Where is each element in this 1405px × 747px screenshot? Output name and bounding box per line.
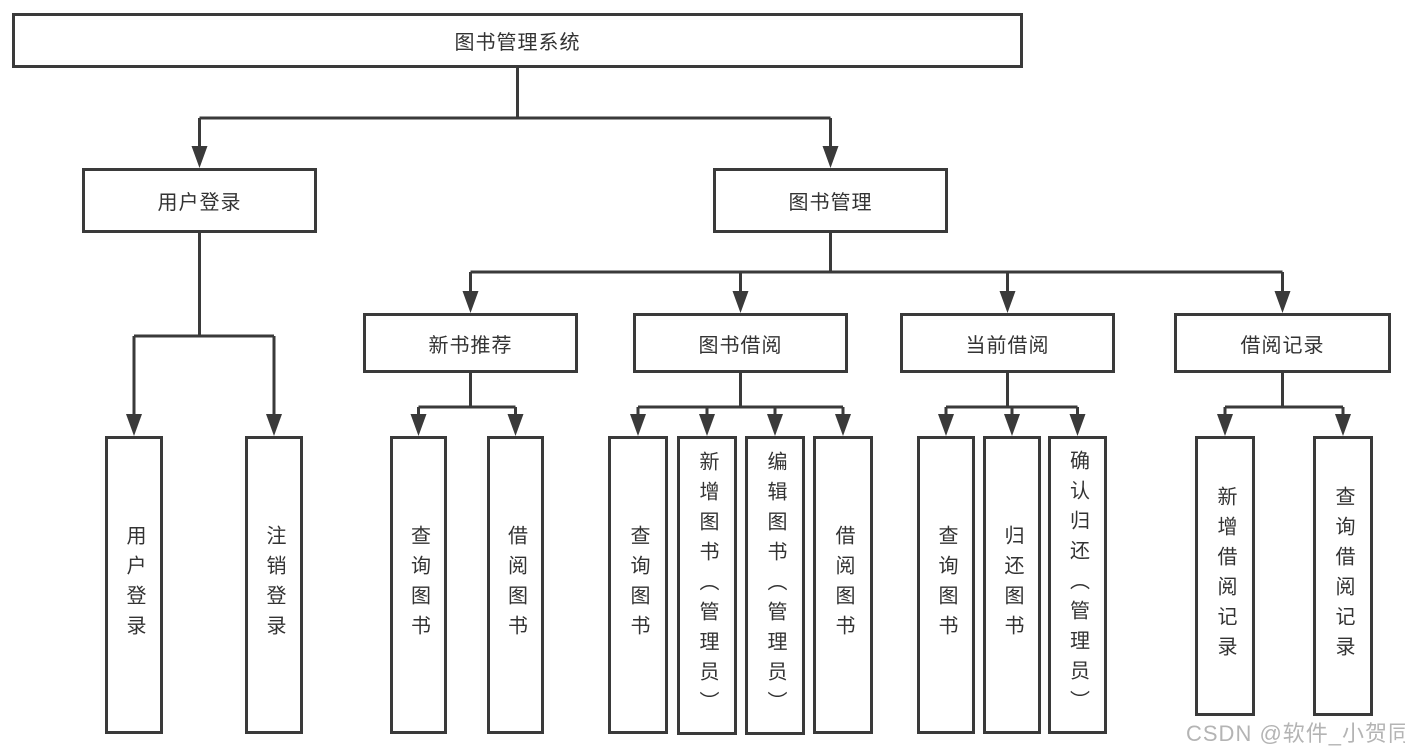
leaf-bb-borrow-books: 借阅图书 xyxy=(813,436,873,734)
leaf-br-query-record: 查询借阅记录 xyxy=(1313,436,1373,716)
leaf-cb-confirm-return-admin: 确认归还（管理员） xyxy=(1048,436,1107,734)
node-current-borrow: 当前借阅 xyxy=(900,313,1115,373)
leaf-bb-edit-books-admin: 编辑图书（管理员） xyxy=(745,436,805,735)
node-borrow-records: 借阅记录 xyxy=(1174,313,1391,373)
leaf-bb-query-books-label: 查询图书 xyxy=(627,525,649,645)
node-book-mgmt-label: 图书管理 xyxy=(788,192,873,214)
node-new-books: 新书推荐 xyxy=(363,313,578,373)
arrowhead xyxy=(1217,414,1233,436)
connector-path xyxy=(198,68,832,150)
leaf-logout-label: 注销登录 xyxy=(263,525,285,645)
arrowhead xyxy=(630,414,646,436)
leaf-cb-query-books: 查询图书 xyxy=(917,436,975,734)
leaf-br-add-record-label: 新增借阅记录 xyxy=(1214,486,1236,666)
connector-borrow-records-children xyxy=(1217,373,1351,436)
leaf-nb-borrow-books: 借阅图书 xyxy=(487,436,544,734)
leaf-bb-add-books-admin-label: 新增图书（管理员） xyxy=(696,450,718,721)
connector-path xyxy=(944,373,1079,418)
connector-path xyxy=(636,373,845,418)
arrowhead xyxy=(699,414,715,436)
arrowhead xyxy=(1004,414,1020,436)
arrowhead xyxy=(410,414,427,436)
arrowhead xyxy=(1069,414,1086,436)
leaf-bb-query-books: 查询图书 xyxy=(608,436,668,734)
leaf-user-login: 用户登录 xyxy=(105,436,163,734)
leaf-nb-query-books-label: 查询图书 xyxy=(407,525,430,645)
leaf-cb-query-books-label: 查询图书 xyxy=(935,525,957,645)
leaf-user-login-label: 用户登录 xyxy=(123,525,145,645)
arrowhead xyxy=(1335,414,1351,436)
leaf-cb-return-books-label: 归还图书 xyxy=(1001,525,1023,645)
arrowhead xyxy=(507,414,524,436)
node-book-borrow-label: 图书借阅 xyxy=(698,334,783,357)
node-book-borrow: 图书借阅 xyxy=(633,313,848,373)
arrowhead xyxy=(732,291,749,313)
leaf-logout: 注销登录 xyxy=(245,436,303,734)
connector-path xyxy=(417,373,517,418)
leaf-bb-add-books-admin: 新增图书（管理员） xyxy=(677,436,737,735)
connector-book-borrow-children xyxy=(630,373,851,436)
arrowhead xyxy=(999,291,1016,313)
arrowhead xyxy=(767,414,783,436)
leaf-br-add-record: 新增借阅记录 xyxy=(1195,436,1255,716)
connector-path xyxy=(1223,373,1345,418)
node-root-label: 图书管理系统 xyxy=(454,32,581,54)
leaf-cb-return-books: 归还图书 xyxy=(983,436,1041,734)
node-current-borrow-label: 当前借阅 xyxy=(965,334,1050,357)
arrowhead xyxy=(822,146,839,168)
arrowhead xyxy=(835,414,851,436)
node-borrow-records-label: 借阅记录 xyxy=(1240,334,1325,357)
arrowhead xyxy=(462,291,479,313)
node-user-login: 用户登录 xyxy=(82,168,317,233)
node-new-books-label: 新书推荐 xyxy=(428,334,513,357)
connector-root-to-level2 xyxy=(191,68,839,168)
arrowhead xyxy=(266,414,282,436)
arrowhead xyxy=(191,146,208,168)
leaf-bb-borrow-books-label: 借阅图书 xyxy=(832,525,854,645)
leaf-nb-borrow-books-label: 借阅图书 xyxy=(504,525,527,645)
leaf-nb-query-books: 查询图书 xyxy=(390,436,447,734)
connector-user-login-children xyxy=(126,233,282,436)
node-book-mgmt: 图书管理 xyxy=(713,168,948,233)
arrowhead xyxy=(938,414,954,436)
arrowhead xyxy=(126,414,142,436)
node-root: 图书管理系统 xyxy=(12,13,1023,68)
connector-current-borrow-children xyxy=(938,373,1086,436)
node-user-login-label: 用户登录 xyxy=(157,192,242,214)
leaf-bb-edit-books-admin-label: 编辑图书（管理员） xyxy=(764,450,786,721)
connector-path xyxy=(132,233,276,418)
connector-new-books-children xyxy=(410,373,524,436)
leaf-br-query-record-label: 查询借阅记录 xyxy=(1332,486,1354,666)
connector-path xyxy=(469,233,1284,296)
connector-book-mgmt-children xyxy=(462,233,1291,313)
arrowhead xyxy=(1274,291,1291,313)
leaf-cb-confirm-return-admin-label: 确认归还（管理员） xyxy=(1066,450,1089,720)
csdn-watermark: CSDN @软件_小贺同学 xyxy=(1186,721,1405,746)
